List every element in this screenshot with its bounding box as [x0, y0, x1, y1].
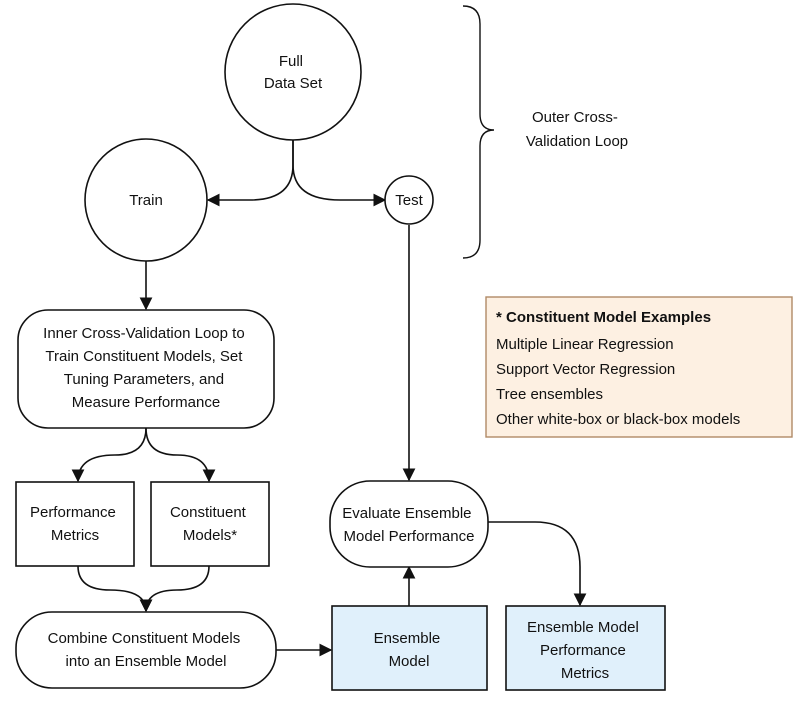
svg-text:Performance Metrics: Performance Metrics [30, 504, 120, 544]
legend-title: * Constituent Model Examples [496, 309, 711, 326]
edge-full-to-train [206, 140, 294, 207]
svg-text:Ensemble Model: Ensemble Model [374, 630, 445, 670]
edge-constituent-models-to-combine [139, 565, 210, 613]
svg-text:Inner Cross-Validation Loop to: Inner Cross-Validation Loop to Train Con… [43, 325, 249, 411]
svg-text:Full Data Set: Full Data Set [264, 53, 323, 92]
node-ensemble-model: Ensemble Model [331, 605, 488, 691]
legend-item: Other white-box or black-box models [496, 411, 740, 428]
legend-item: Support Vector Regression [496, 361, 675, 378]
edge-evaluate-to-ensemble-metrics [488, 521, 587, 607]
edge-full-to-test [292, 140, 387, 207]
outer-loop-brace [462, 5, 495, 259]
svg-text:Evaluate Ensemble Model: Evaluate Ensemble Model Performance [342, 505, 475, 545]
node-combine: Combine Constituent Models into an Ensem… [15, 611, 277, 689]
node-inner-cv: Inner Cross-Validation Loop to Train Con… [17, 309, 275, 429]
svg-text:Test: Test [395, 192, 423, 209]
node-train: Train [84, 138, 208, 262]
edge-performance-metrics-to-combine [77, 565, 153, 613]
edges [71, 140, 587, 657]
svg-text:Train: Train [129, 192, 163, 209]
node-ensemble-metrics: Ensemble Model Performance Metrics [505, 605, 666, 691]
edge-inner-cv-to-performance-metrics [71, 427, 147, 483]
svg-text:Ensemble Model Performan: Ensemble Model Performance Metrics [527, 619, 643, 682]
legend-box: * Constituent Model Examples Multiple Li… [485, 296, 793, 438]
node-constituent-models: Constituent Models* [150, 481, 270, 567]
svg-text:Combine Constituent Models: Combine Constituent Models into an Ensem… [48, 630, 245, 670]
node-evaluate: Evaluate Ensemble Model Performance [329, 480, 489, 568]
legend-item: Multiple Linear Regression [496, 336, 674, 353]
outer-loop-label: Outer Cross- Validation Loop [526, 109, 628, 150]
legend-item: Tree ensembles [496, 386, 603, 403]
svg-text:Constituent Models*: Constituent Models* [170, 504, 250, 544]
node-performance-metrics: Performance Metrics [15, 481, 135, 567]
edge-inner-cv-to-constituent-models [145, 427, 216, 483]
node-full-data-set: Full Data Set [224, 3, 362, 141]
node-test: Test [384, 175, 434, 225]
